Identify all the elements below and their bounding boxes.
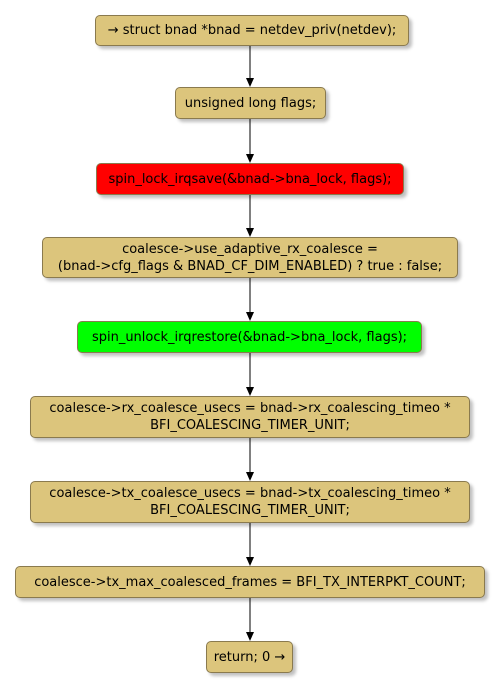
edge-2 [246, 119, 254, 163]
node-flags-declaration: unsigned long flags; [175, 87, 326, 119]
arrowhead [246, 632, 254, 641]
node-rx-coalesce-usecs-line-1: coalesce->rx_coalesce_usecs = bnad->rx_c… [49, 401, 451, 416]
node-bnad-declaration-line-1: → struct bnad *bnad = netdev_priv(netdev… [107, 23, 397, 38]
node-spin-unlock-line-1: spin_unlock_irqrestore(&bnad->bna_lock, … [91, 329, 408, 345]
node-return: return; 0 → [206, 641, 293, 673]
edge-6 [246, 438, 254, 481]
node-rx-coalesce-usecs: coalesce->rx_coalesce_usecs = bnad->rx_c… [30, 396, 470, 438]
node-adaptive-rx-coalesce-line-1: coalesce->use_adaptive_rx_coalesce = [122, 241, 378, 257]
edge-4 [246, 278, 254, 321]
node-tx-max-coalesced-frames-line-1: coalesce->tx_max_coalesced_frames = BFI_… [34, 574, 466, 590]
node-spin-lock: spin_lock_irqsave(&bnad->bna_lock, flags… [96, 163, 404, 195]
arrowhead [246, 228, 254, 237]
arrowhead [246, 387, 254, 396]
node-bnad-declaration: → struct bnad *bnad = netdev_priv(netdev… [95, 15, 409, 46]
edge-5 [246, 353, 254, 396]
node-tx-coalesce-usecs-line-1: coalesce->tx_coalesce_usecs = bnad->tx_c… [49, 486, 451, 501]
arrowhead [246, 312, 254, 321]
node-spin-unlock: spin_unlock_irqrestore(&bnad->bna_lock, … [77, 321, 422, 353]
edge-7 [246, 523, 254, 566]
arrowhead [246, 78, 254, 87]
node-tx-coalesce-usecs: coalesce->tx_coalesce_usecs = bnad->tx_c… [30, 481, 470, 523]
node-rx-coalesce-usecs-line-2: BFI_COALESCING_TIMER_UNIT; [150, 418, 350, 433]
edge-8 [246, 598, 254, 641]
arrowhead [246, 154, 254, 163]
node-tx-coalesce-usecs-line-2: BFI_COALESCING_TIMER_UNIT; [150, 503, 350, 518]
node-adaptive-rx-coalesce-line-2: (bnad->cfg_flags & BNAD_CF_DIM_ENABLED) … [57, 258, 443, 274]
node-adaptive-rx-coalesce: coalesce->use_adaptive_rx_coalesce = (bn… [42, 237, 458, 278]
arrowhead [246, 557, 254, 566]
node-tx-max-coalesced-frames: coalesce->tx_max_coalesced_frames = BFI_… [15, 566, 485, 598]
edge-3 [246, 195, 254, 237]
edge-1 [246, 46, 254, 87]
arrowhead [246, 472, 254, 481]
node-return-line-1: return; 0 → [213, 649, 286, 665]
node-flags-declaration-line-1: unsigned long flags; [184, 95, 317, 111]
node-spin-lock-line-1: spin_lock_irqsave(&bnad->bna_lock, flags… [108, 171, 392, 187]
